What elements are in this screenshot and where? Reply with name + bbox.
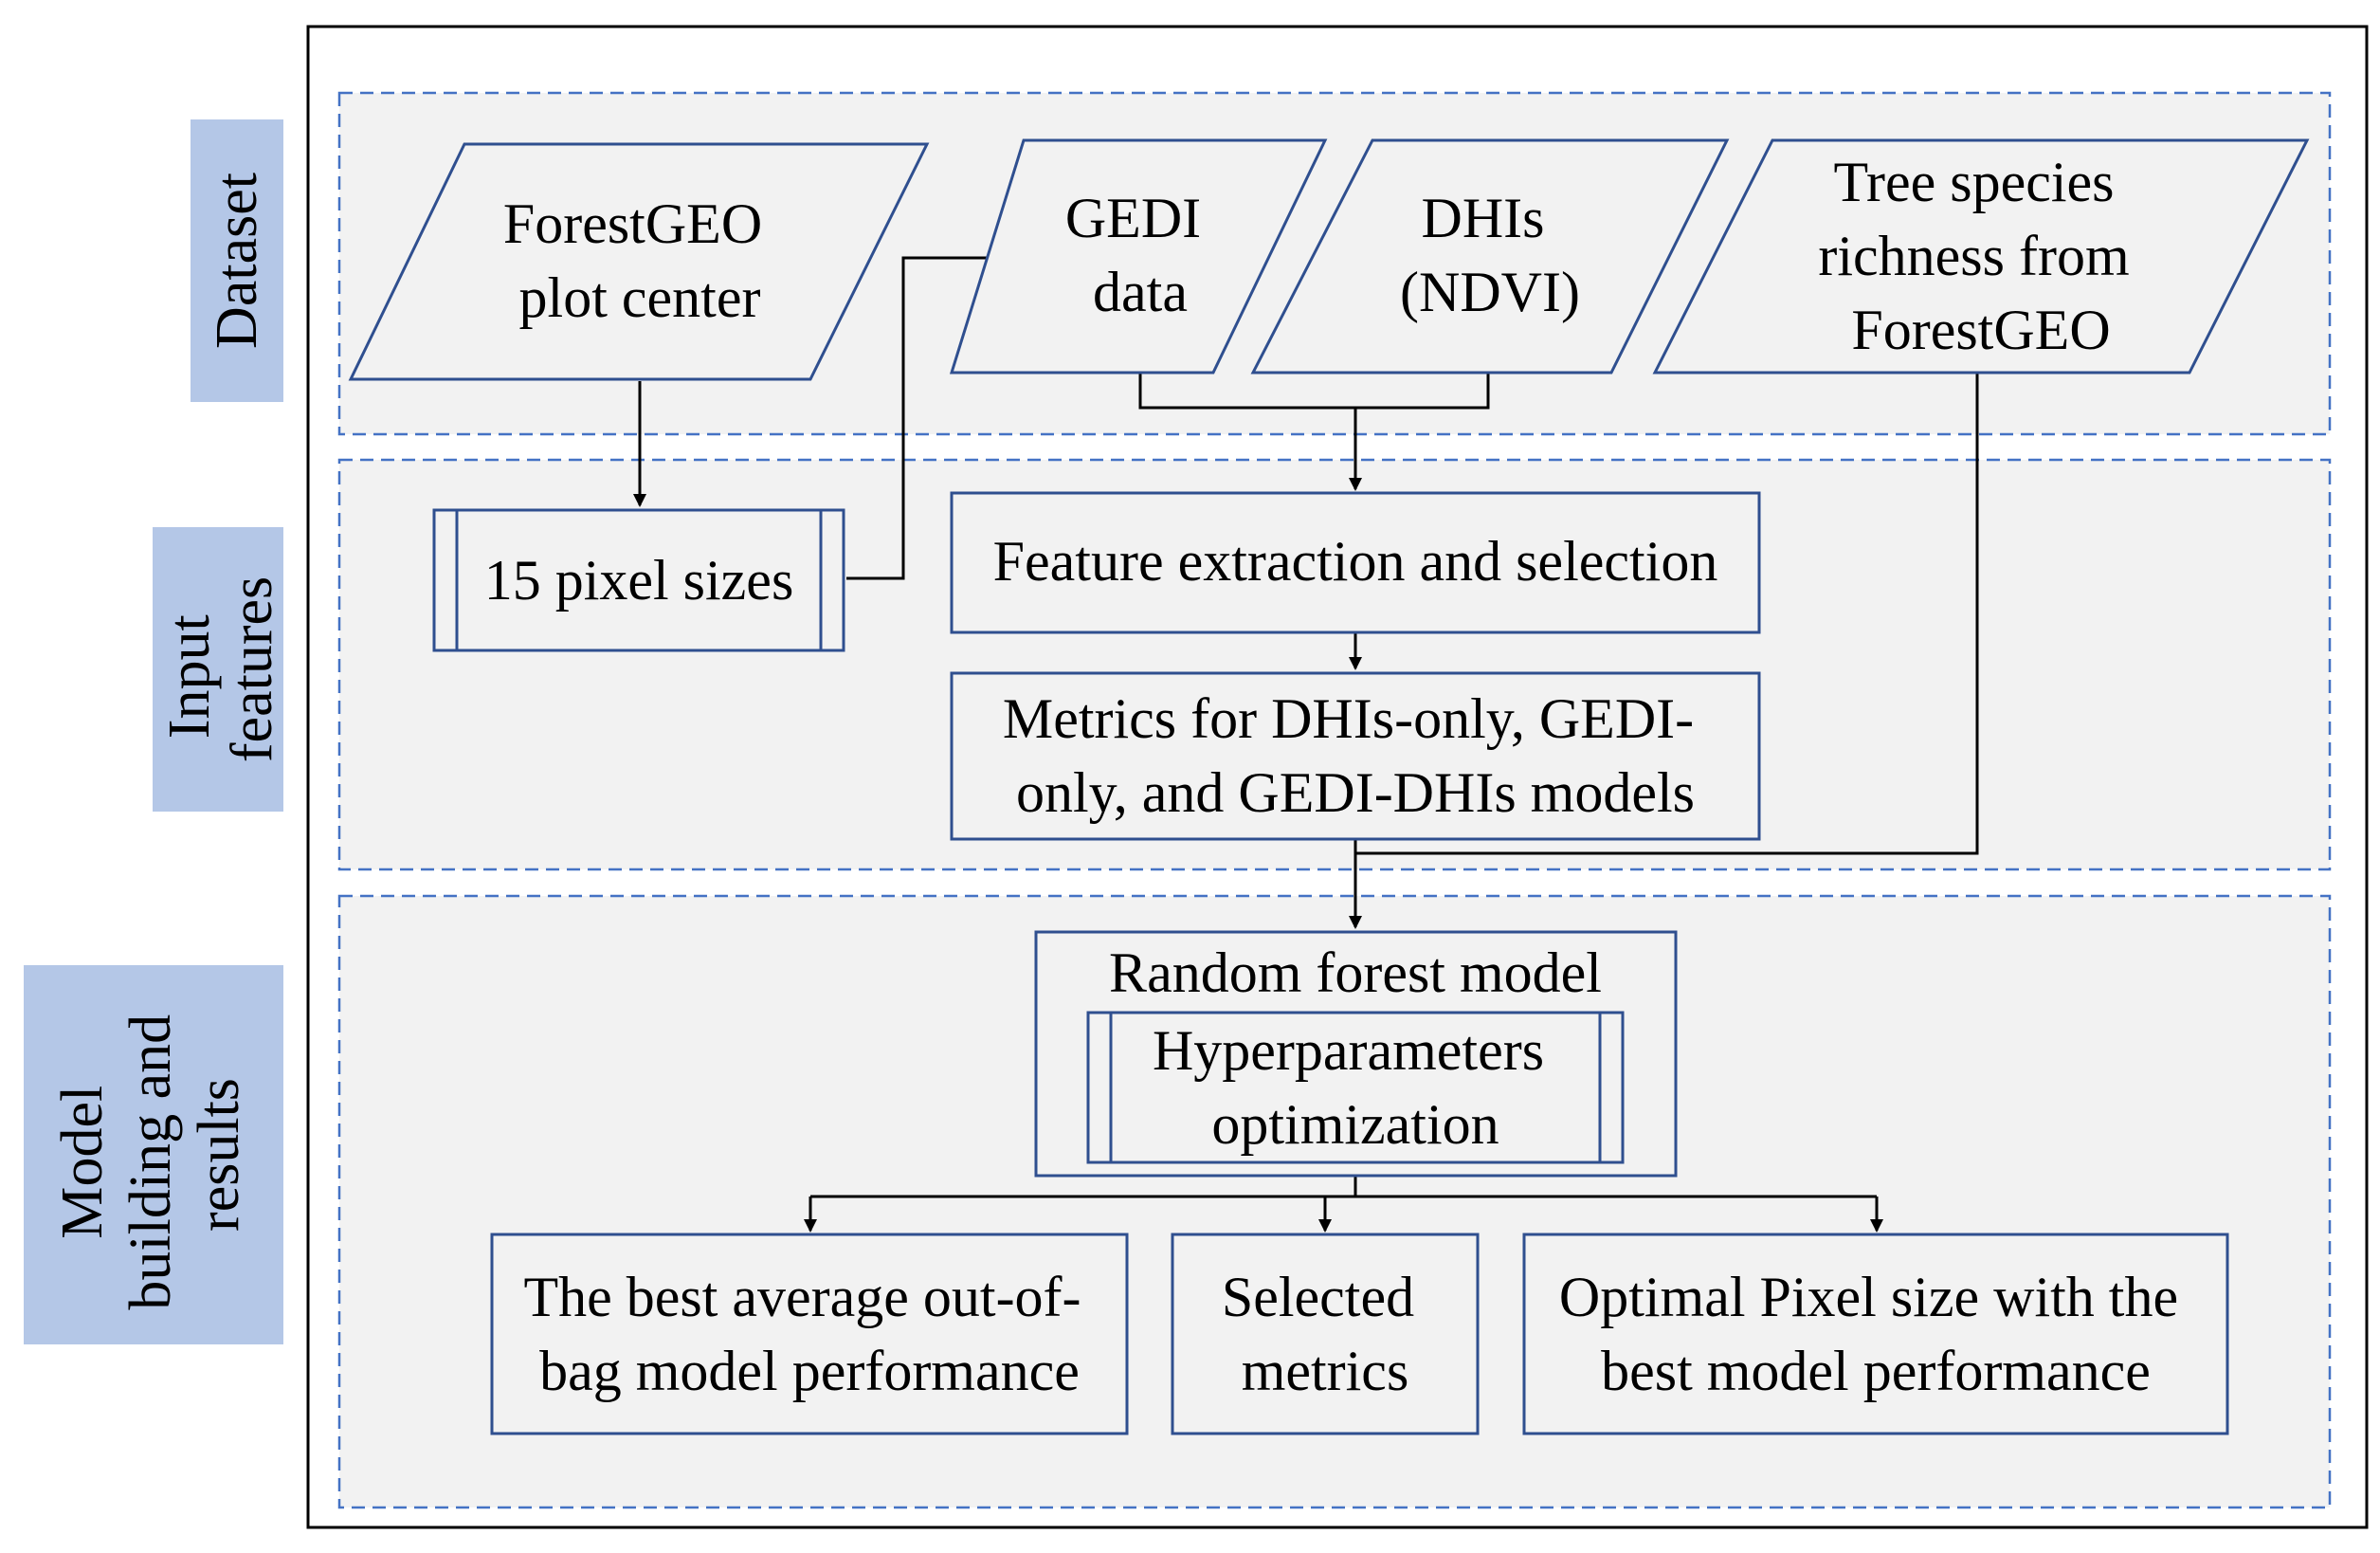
node-gedi-data-shape — [949, 138, 1328, 375]
node-metrics-line-2: only, and GEDI-DHIs models — [1016, 761, 1695, 824]
node-forestgeo-plot-line-1: ForestGEO — [503, 192, 762, 255]
node-optimal-pixel: Optimal Pixel size with the best model p… — [1559, 1266, 2192, 1402]
node-tree-species-line-1: Tree species — [1833, 151, 2114, 213]
section-label-model-line-1: Model — [50, 1086, 115, 1239]
section-label-dataset-bg — [191, 119, 283, 402]
node-best-average-line-2: bag model performance — [539, 1340, 1080, 1402]
node-tree-species-line-2: richness from — [1818, 225, 2129, 287]
node-feature-extraction-shape — [950, 491, 1761, 634]
node-hyperparameters-shape — [1086, 1011, 1625, 1164]
section-label-input-line-1: Input — [157, 614, 222, 739]
node-forestgeo-plot-shape — [348, 142, 930, 381]
node-gedi-data-line-1: GEDI — [1065, 187, 1201, 249]
node-metrics: Metrics for DHIs-only, GEDI- only, and G… — [1003, 687, 1708, 824]
node-selected-metrics-line-1: Selected — [1222, 1266, 1414, 1328]
section-label-dataset: Dataset — [205, 173, 269, 349]
section-label-model: Model building and results — [50, 999, 251, 1309]
node-gedi-data-line-2: data — [1093, 261, 1188, 323]
node-random-forest: Random forest model — [1109, 941, 1602, 1004]
section-label-input-line-2: features — [220, 576, 284, 762]
node-selected-metrics-shape — [1171, 1233, 1480, 1435]
node-pixel-sizes-shape — [432, 508, 845, 652]
section-label-input-features-bg — [153, 527, 283, 812]
node-dhis-ndvi-line-2: (NDVI) — [1400, 261, 1580, 323]
node-dhis-ndvi-line-1: DHIs — [1422, 187, 1545, 249]
arrow-pixels-to-gedi — [846, 251, 1012, 580]
section-label-input-features: Input features — [157, 576, 284, 762]
node-best-average-shape — [490, 1233, 1129, 1435]
line-gedi-dhis-join — [1138, 373, 1490, 410]
node-hyperparameters-line-1: Hyperparameters — [1153, 1019, 1544, 1082]
node-selected-metrics-line-2: metrics — [1242, 1340, 1409, 1402]
node-hyperparameters-line-2: optimization — [1211, 1093, 1499, 1156]
section-label-model-bg — [24, 965, 283, 1344]
node-dhis-ndvi-shape — [1250, 138, 1730, 375]
line-tree-species-to-rf — [1355, 373, 1979, 855]
node-selected-metrics: Selected metrics — [1222, 1266, 1428, 1402]
section-label-model-line-2: building and — [118, 1014, 183, 1310]
node-optimal-pixel-shape — [1522, 1233, 2229, 1435]
node-gedi-data: GEDI data — [1065, 187, 1215, 323]
node-hyperparameters: Hyperparameters optimization — [1153, 1019, 1558, 1156]
node-pixel-sizes: 15 pixel sizes — [484, 549, 794, 612]
connectors — [633, 251, 1979, 1233]
node-tree-species-line-3: ForestGEO — [1851, 299, 2110, 361]
node-tree-species: Tree species richness from ForestGEO — [1818, 151, 2143, 361]
node-tree-species-shape — [1652, 138, 2310, 375]
node-best-average-line-1: The best average out-of- — [523, 1266, 1081, 1328]
node-forestgeo-plot: ForestGEO plot center — [503, 192, 776, 329]
section-label-model-line-3: results — [187, 1078, 251, 1232]
node-feature-extraction: Feature extraction and selection — [993, 530, 1718, 593]
node-forestgeo-plot-line-2: plot center — [519, 266, 761, 329]
node-best-average: The best average out-of- bag model perfo… — [523, 1266, 1095, 1402]
node-dhis-ndvi: DHIs (NDVI) — [1400, 187, 1580, 323]
node-optimal-pixel-line-1: Optimal Pixel size with the — [1559, 1266, 2178, 1328]
node-metrics-line-1: Metrics for DHIs-only, GEDI- — [1003, 687, 1694, 750]
node-optimal-pixel-line-2: best model performance — [1601, 1340, 2151, 1402]
node-metrics-shape — [950, 671, 1761, 841]
